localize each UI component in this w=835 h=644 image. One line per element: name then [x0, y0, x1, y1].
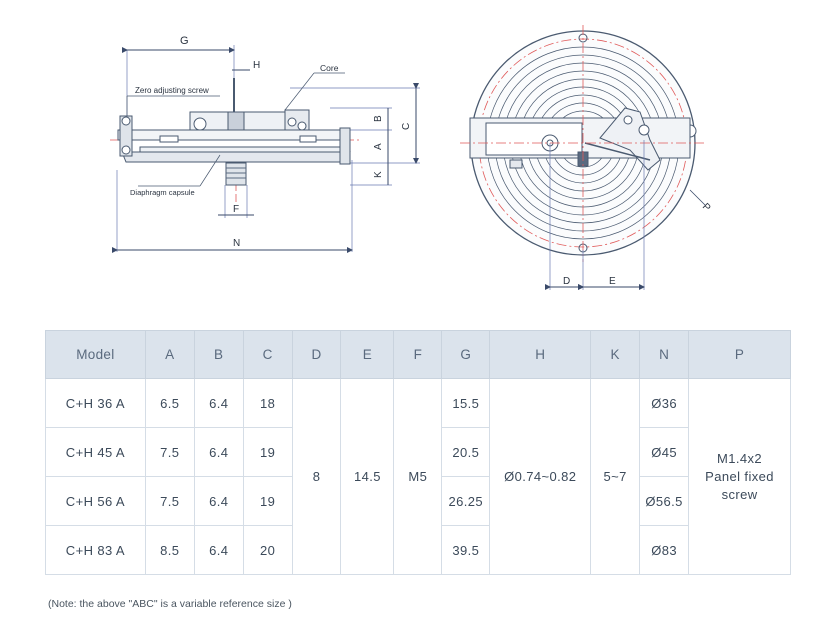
- label-p: P: [700, 201, 713, 214]
- label-a: A: [373, 143, 384, 150]
- label-g: G: [180, 35, 189, 47]
- cell-c: 20: [242, 525, 293, 575]
- header-k: K: [590, 330, 641, 379]
- cell-e-shared: 14.5: [340, 378, 395, 575]
- label-zero-adjusting-screw: Zero adjusting screw: [135, 86, 209, 95]
- label-d: D: [563, 276, 570, 287]
- cell-c: 18: [242, 378, 293, 428]
- cell-d-shared: 8: [291, 378, 342, 575]
- cell-f-shared: M5: [393, 378, 443, 575]
- cell-k-shared: 5~7: [590, 378, 641, 575]
- cell-a: 7.5: [144, 476, 195, 526]
- cell-n: Ø36: [639, 378, 690, 428]
- p-line-2: Panel fixed: [705, 468, 774, 484]
- cell-b: 6.4: [193, 427, 244, 477]
- cell-b: 6.4: [193, 476, 244, 526]
- header-h: H: [489, 330, 592, 379]
- header-a: A: [144, 330, 195, 379]
- header-model: Model: [45, 330, 146, 379]
- table-header-row: Model A B C D E F G H K N P: [45, 330, 791, 379]
- side-view: [110, 45, 420, 253]
- p-line-1: M1.4x2: [717, 450, 763, 466]
- cell-g: 15.5: [441, 378, 491, 428]
- table-row: C+H 36 A 6.5 6.4 18 8 14.5 M5 15.5 Ø0.74…: [45, 378, 791, 575]
- table-row: C+H 83 A 8.5 6.4 20 39.5 Ø83: [45, 525, 791, 575]
- cell-b: 6.4: [193, 525, 244, 575]
- header-b: B: [193, 330, 244, 379]
- label-f: F: [233, 204, 239, 215]
- label-b: B: [373, 115, 384, 122]
- cell-a: 8.5: [144, 525, 195, 575]
- cell-model: C+H 56 A: [45, 476, 146, 526]
- cell-g: 26.25: [441, 476, 491, 526]
- cell-model: C+H 83 A: [45, 525, 146, 575]
- cell-p-shared: M1.4x2 Panel fixed screw: [688, 378, 791, 575]
- cell-model: C+H 45 A: [45, 427, 146, 477]
- cell-h-shared: Ø0.74~0.82: [489, 378, 592, 575]
- label-core: Core: [320, 63, 339, 73]
- cell-b: 6.4: [193, 378, 244, 428]
- cell-g: 20.5: [441, 427, 491, 477]
- label-c: C: [401, 123, 412, 130]
- header-d: D: [291, 330, 342, 379]
- label-n: N: [233, 238, 240, 249]
- cell-a: 6.5: [144, 378, 195, 428]
- table-row: C+H 56 A 7.5 6.4 19 26.25 Ø56.5: [45, 476, 791, 526]
- spec-table: Model A B C D E F G H K N P C+H 36 A 6.5…: [45, 330, 791, 575]
- cell-n: Ø83: [639, 525, 690, 575]
- footnote: (Note: the above "ABC" is a variable ref…: [48, 598, 292, 610]
- header-f: F: [393, 330, 443, 379]
- header-p: P: [688, 330, 791, 379]
- label-diaphragm-capsule: Diaphragm capsule: [130, 188, 195, 197]
- cell-a: 7.5: [144, 427, 195, 477]
- front-view: [460, 25, 706, 290]
- label-k: K: [373, 171, 384, 178]
- cell-c: 19: [242, 427, 293, 477]
- cell-n: Ø45: [639, 427, 690, 477]
- cell-n: Ø56.5: [639, 476, 690, 526]
- header-g: G: [441, 330, 491, 379]
- header-e: E: [340, 330, 395, 379]
- label-h: H: [253, 60, 260, 71]
- header-n: N: [639, 330, 690, 379]
- cell-model: C+H 36 A: [45, 378, 146, 428]
- cell-c: 19: [242, 476, 293, 526]
- technical-drawing: G H Core Zero adjusting screw B C A K Di…: [110, 25, 713, 290]
- header-c: C: [242, 330, 293, 379]
- p-line-3: screw: [721, 486, 758, 502]
- cell-g: 39.5: [441, 525, 491, 575]
- label-e: E: [609, 276, 616, 287]
